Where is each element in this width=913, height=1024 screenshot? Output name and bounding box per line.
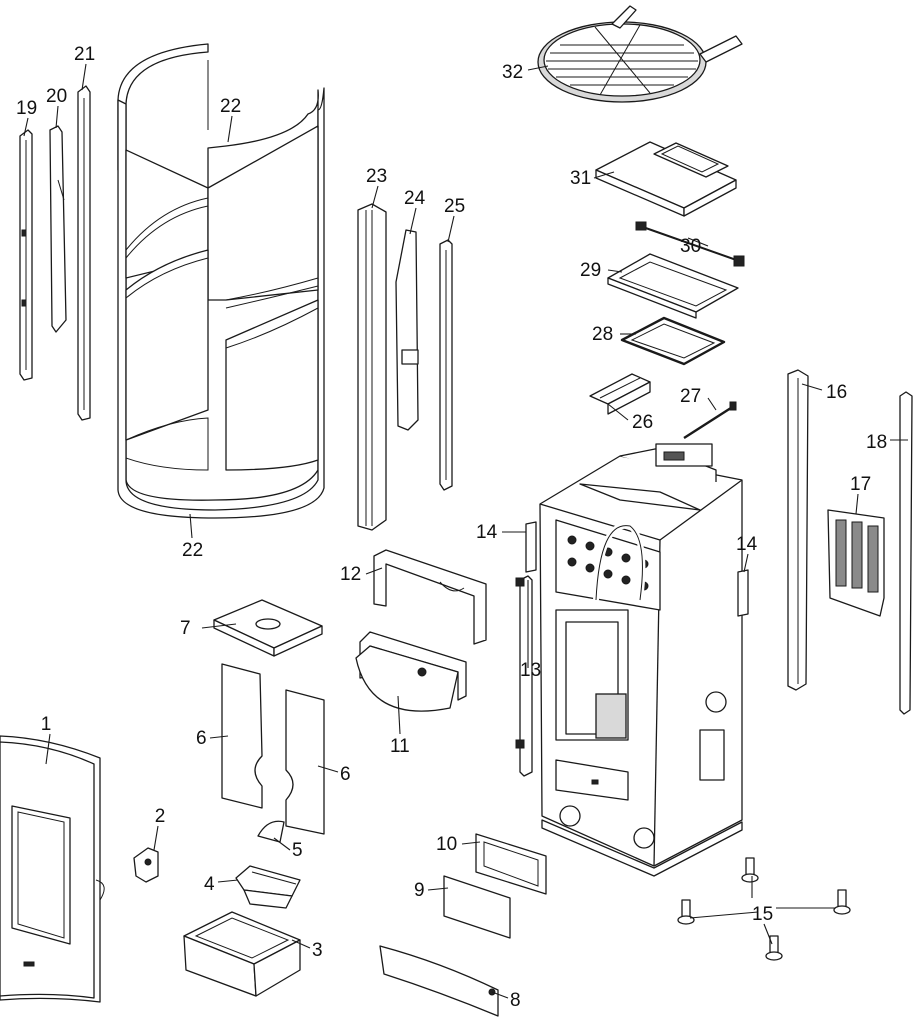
callout-16: 16 bbox=[826, 382, 847, 403]
part-28-gasket bbox=[620, 316, 726, 366]
part-25-vertical-rail bbox=[439, 239, 453, 491]
part-30-sensor-rod bbox=[635, 221, 745, 267]
callout-12: 12 bbox=[340, 564, 361, 585]
callout-6b: 6 bbox=[340, 764, 351, 785]
part-12-u-bracket bbox=[373, 549, 487, 645]
callout-4: 4 bbox=[204, 874, 215, 895]
stove-body-frame bbox=[539, 443, 743, 877]
part-4-burn-pot bbox=[235, 865, 301, 909]
leader-lines bbox=[23, 63, 908, 999]
callout-30: 30 bbox=[680, 236, 701, 257]
part-20-side-profile bbox=[49, 125, 67, 333]
callout-11: 11 bbox=[390, 736, 410, 757]
callout-labels: 1 2 3 4 5 6 6 7 8 9 10 11 12 13 14 14 15… bbox=[16, 44, 887, 1011]
part-16-tall-profile bbox=[787, 369, 809, 691]
callout-19: 19 bbox=[16, 98, 37, 119]
part-23-vertical-rail bbox=[357, 203, 387, 531]
part-14-small-plate-left bbox=[525, 521, 537, 573]
callout-14b: 14 bbox=[736, 534, 758, 555]
part-21-side-profile bbox=[77, 85, 91, 421]
part-11-deflector bbox=[355, 631, 467, 712]
callout-23: 23 bbox=[366, 166, 387, 187]
callout-29: 29 bbox=[580, 260, 601, 281]
part-8-curved-trim bbox=[379, 945, 499, 1017]
callout-27: 27 bbox=[680, 386, 701, 407]
part-17-perforated-panel bbox=[827, 509, 885, 617]
callout-22a: 22 bbox=[220, 96, 241, 117]
callout-17: 17 bbox=[850, 474, 871, 495]
part-7-top-plate bbox=[213, 599, 323, 657]
part-13-hinge-rail bbox=[515, 575, 533, 777]
callout-28: 28 bbox=[592, 324, 613, 345]
callout-24: 24 bbox=[404, 188, 426, 209]
part-10-glass-frame bbox=[475, 833, 547, 895]
callout-10: 10 bbox=[436, 834, 457, 855]
callout-26: 26 bbox=[632, 412, 653, 433]
part-9-plate bbox=[443, 875, 511, 939]
callout-3: 3 bbox=[312, 940, 323, 961]
callout-2: 2 bbox=[155, 806, 166, 827]
callout-15: 15 bbox=[752, 904, 773, 925]
part-2-latch bbox=[133, 847, 159, 883]
callout-31: 31 bbox=[570, 168, 591, 189]
part-32-grill-grate bbox=[537, 5, 743, 103]
callout-20: 20 bbox=[46, 86, 67, 107]
part-19-side-profile bbox=[19, 129, 33, 381]
part-26-bracket bbox=[589, 373, 651, 415]
callout-8: 8 bbox=[510, 990, 521, 1011]
part-6-panel-left bbox=[221, 663, 263, 809]
callout-5: 5 bbox=[292, 840, 303, 861]
part-22-cylinder-shell bbox=[117, 43, 325, 519]
callout-32: 32 bbox=[502, 62, 523, 83]
callout-22b: 22 bbox=[182, 540, 203, 561]
callout-18: 18 bbox=[866, 432, 887, 453]
callout-25: 25 bbox=[444, 196, 465, 217]
part-5-small-deflector bbox=[257, 820, 285, 843]
callout-6a: 6 bbox=[196, 728, 207, 749]
part-15-foot-2 bbox=[677, 899, 695, 925]
part-1-front-door bbox=[0, 735, 105, 1003]
part-6-panel-right bbox=[285, 689, 325, 835]
callout-14a: 14 bbox=[476, 522, 498, 543]
part-15-foot-1 bbox=[741, 857, 759, 883]
part-18-thin-profile bbox=[899, 391, 913, 715]
part-24-vertical-rail bbox=[395, 229, 419, 431]
part-3-ash-box bbox=[183, 911, 301, 997]
part-29-frame bbox=[607, 253, 739, 319]
callout-21: 21 bbox=[74, 44, 95, 65]
callout-1: 1 bbox=[41, 714, 52, 735]
part-31-top-cover bbox=[595, 141, 737, 217]
callout-9: 9 bbox=[414, 880, 425, 901]
part-14-small-plate-right bbox=[737, 569, 749, 617]
callout-13: 13 bbox=[520, 660, 541, 681]
callout-7: 7 bbox=[180, 618, 191, 639]
part-15-foot-3 bbox=[833, 889, 851, 915]
part-27-rod bbox=[683, 401, 737, 440]
part-15-foot-4 bbox=[765, 935, 783, 961]
